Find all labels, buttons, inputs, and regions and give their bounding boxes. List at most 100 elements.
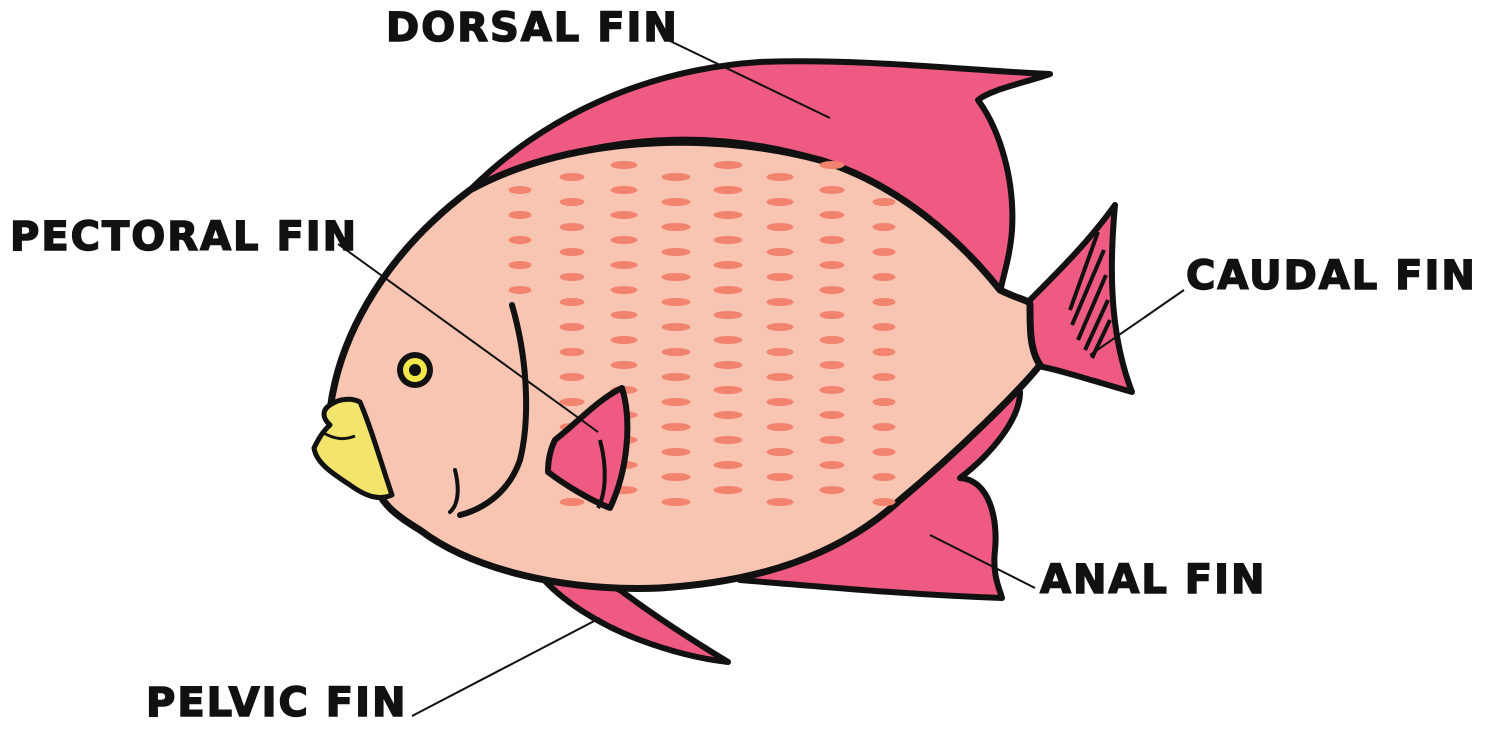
- body-spot: [560, 373, 585, 381]
- body-spot: [662, 273, 691, 281]
- body-spot: [714, 461, 743, 469]
- body-spot: [820, 236, 845, 244]
- body-spot: [820, 161, 845, 169]
- body-spot: [820, 361, 845, 369]
- body-spot: [714, 211, 743, 219]
- body-spot: [611, 261, 638, 269]
- body-spot: [820, 411, 845, 419]
- body-spot: [611, 361, 638, 369]
- body-spot: [767, 173, 794, 181]
- body-spot: [767, 498, 794, 506]
- body-spot: [611, 186, 638, 194]
- body-spot: [662, 498, 691, 506]
- body-spot: [767, 223, 794, 231]
- body-spot: [662, 348, 691, 356]
- body-spot: [714, 486, 743, 494]
- body-spot: [714, 361, 743, 369]
- body-spot: [767, 323, 794, 331]
- pelvic-leader-line: [412, 618, 600, 716]
- body-spot: [560, 173, 585, 181]
- body-spot: [560, 323, 585, 331]
- body-spot: [509, 261, 532, 269]
- body-spot: [820, 211, 845, 219]
- body-spot: [509, 236, 532, 244]
- body-spot: [767, 248, 794, 256]
- body-spot: [767, 398, 794, 406]
- body-spot: [662, 423, 691, 431]
- body-spot: [873, 273, 896, 281]
- body-spot: [714, 411, 743, 419]
- body-spot: [714, 236, 743, 244]
- body-spot: [662, 198, 691, 206]
- body-spot: [820, 311, 845, 319]
- body-spot: [662, 248, 691, 256]
- body-spot: [767, 473, 794, 481]
- body-spot: [873, 348, 896, 356]
- pelvic-fin-label: PELVIC FIN: [146, 683, 407, 723]
- body-spot: [820, 261, 845, 269]
- body-spot: [662, 373, 691, 381]
- body-spot: [873, 198, 896, 206]
- body-spot: [820, 286, 845, 294]
- body-spot: [560, 498, 585, 506]
- body-spot: [662, 298, 691, 306]
- body-spot: [611, 236, 638, 244]
- body-spot: [560, 198, 585, 206]
- body-spot: [662, 223, 691, 231]
- body-spot: [714, 436, 743, 444]
- pectoral-fin-label: PECTORAL FIN: [10, 217, 358, 257]
- body-spot: [767, 298, 794, 306]
- body-spot: [820, 336, 845, 344]
- body-spot: [560, 348, 585, 356]
- body-spot: [509, 211, 532, 219]
- body-spot: [662, 473, 691, 481]
- body-spot: [509, 186, 532, 194]
- body-spot: [820, 186, 845, 194]
- body-spot: [714, 386, 743, 394]
- body-spot: [714, 286, 743, 294]
- body-spot: [714, 186, 743, 194]
- body-spot: [873, 248, 896, 256]
- body-spot: [873, 398, 896, 406]
- body-spot: [611, 286, 638, 294]
- body-spot: [873, 448, 896, 456]
- body-spot: [560, 398, 585, 406]
- body-spot: [662, 173, 691, 181]
- body-spot: [714, 261, 743, 269]
- body-spot: [714, 311, 743, 319]
- body-spot: [714, 336, 743, 344]
- body-spot: [714, 161, 743, 169]
- body-spot: [560, 273, 585, 281]
- body-spot: [820, 461, 845, 469]
- body-spot: [611, 211, 638, 219]
- body-spot: [662, 448, 691, 456]
- eye-pupil: [409, 364, 421, 376]
- body-spot: [767, 423, 794, 431]
- body-spot: [873, 498, 896, 506]
- caudal-fin-label: CAUDAL FIN: [1186, 256, 1477, 296]
- body-spot: [873, 298, 896, 306]
- body-spot: [611, 311, 638, 319]
- body-spot: [767, 348, 794, 356]
- body-spot: [873, 223, 896, 231]
- dorsal-fin-label: DORSAL FIN: [386, 8, 679, 48]
- body-spot: [820, 386, 845, 394]
- body-spot: [767, 273, 794, 281]
- body-spot: [873, 373, 896, 381]
- body-spot: [509, 286, 532, 294]
- body-spot: [767, 373, 794, 381]
- body-spot: [820, 486, 845, 494]
- body-spot: [560, 248, 585, 256]
- body-spot: [873, 323, 896, 331]
- body-spot: [662, 323, 691, 331]
- anal-fin-label: ANAL FIN: [1040, 560, 1267, 600]
- body-spot: [611, 161, 638, 169]
- body-spot: [767, 198, 794, 206]
- body-spot: [873, 423, 896, 431]
- body-spot: [560, 298, 585, 306]
- body-spot: [560, 223, 585, 231]
- body-spot: [873, 473, 896, 481]
- body-spot: [767, 448, 794, 456]
